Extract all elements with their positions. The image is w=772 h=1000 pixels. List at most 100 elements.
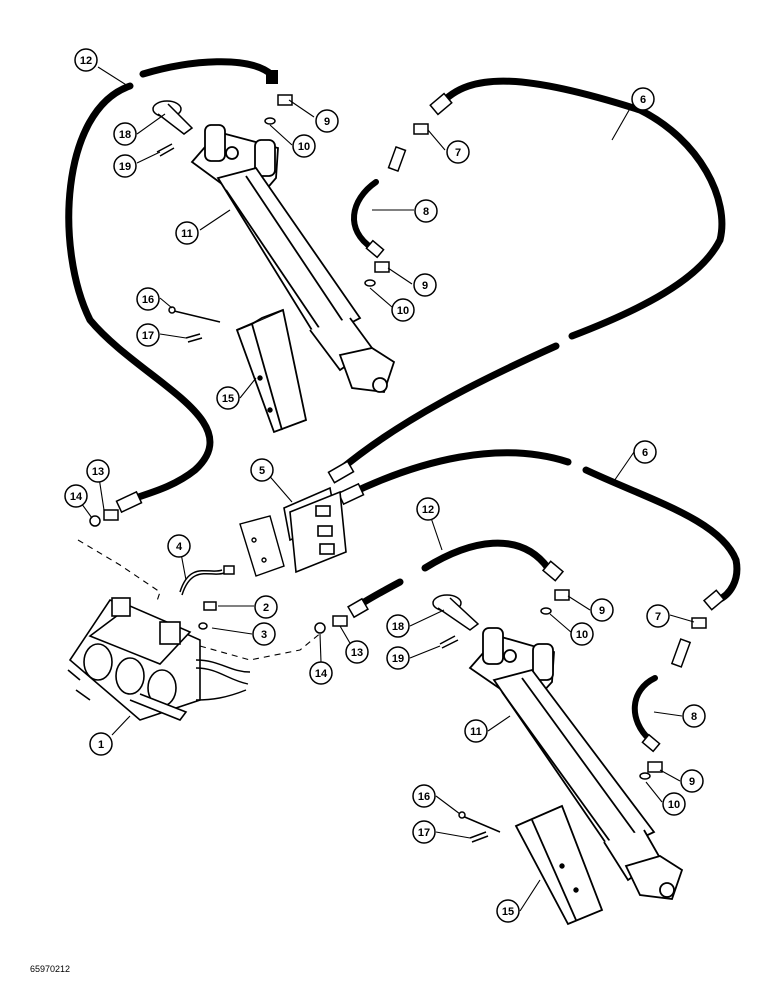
svg-text:18: 18: [119, 129, 131, 141]
hose-6-upper: [336, 77, 726, 474]
pin-18-lower: [432, 594, 480, 631]
svg-text:13: 13: [92, 466, 104, 478]
svg-text:19: 19: [392, 653, 404, 665]
svg-text:15: 15: [222, 393, 234, 405]
svg-text:9: 9: [324, 116, 330, 128]
callout-10-lower-right: 10: [662, 792, 686, 816]
callout-3: 3: [252, 622, 276, 646]
callout-6-lower: 6: [633, 440, 657, 464]
hose-12-upper: [65, 58, 278, 506]
callout-18-lower: 18: [386, 614, 410, 638]
callout-10-upper-right: 10: [391, 298, 415, 322]
hose-8-lower: [631, 638, 692, 743]
svg-text:11: 11: [470, 726, 482, 738]
callout-8-upper: 8: [414, 199, 438, 223]
callout-6-upper: 6: [631, 87, 655, 111]
svg-text:9: 9: [689, 776, 695, 788]
callout-16-upper: 16: [136, 287, 160, 311]
callout-10-lower-left: 10: [570, 622, 594, 646]
svg-text:10: 10: [397, 305, 409, 317]
svg-text:4: 4: [176, 541, 183, 553]
figure-code: 65970212: [30, 964, 70, 974]
svg-text:3: 3: [261, 629, 267, 641]
dashed-lines: [77, 539, 323, 661]
svg-text:5: 5: [259, 465, 265, 477]
svg-text:17: 17: [142, 330, 154, 342]
callout-14-left: 14: [64, 484, 88, 508]
callout-12-lower: 12: [416, 497, 440, 521]
callout-7-lower: 7: [646, 604, 670, 628]
svg-text:19: 19: [119, 161, 131, 173]
svg-text:11: 11: [181, 228, 193, 240]
callout-15-lower: 15: [496, 899, 520, 923]
svg-text:10: 10: [298, 141, 310, 153]
callout-19-upper: 19: [113, 154, 137, 178]
svg-text:16: 16: [418, 791, 430, 803]
callout-17-upper: 17: [136, 323, 160, 347]
callout-19-lower: 19: [386, 646, 410, 670]
svg-text:17: 17: [418, 827, 430, 839]
callout-13-right: 13: [345, 640, 369, 664]
svg-text:9: 9: [599, 605, 605, 617]
pin-19-lower: [439, 635, 459, 649]
elbow-fittings: [103, 94, 707, 773]
manifold-5: [283, 486, 347, 574]
callout-5: 5: [250, 458, 274, 482]
svg-text:13: 13: [351, 647, 363, 659]
stand-15-upper: [235, 308, 308, 434]
svg-text:1: 1: [98, 739, 104, 751]
callout-9-lower-right: 9: [680, 769, 704, 793]
callout-8-lower: 8: [682, 704, 706, 728]
pin-18-upper: [152, 100, 194, 135]
svg-text:10: 10: [576, 629, 588, 641]
bolts-and-clips: [168, 306, 501, 843]
callout-11-lower: 11: [464, 719, 488, 743]
svg-text:2: 2: [263, 602, 269, 614]
callout-16-lower: 16: [412, 784, 436, 808]
hose-8-upper: [351, 145, 407, 251]
svg-text:7: 7: [455, 147, 461, 159]
svg-text:12: 12: [80, 55, 92, 67]
svg-text:14: 14: [315, 668, 328, 680]
svg-text:18: 18: [392, 621, 404, 633]
callout-7-upper: 7: [446, 140, 470, 164]
svg-text:6: 6: [642, 447, 648, 459]
hose-fittings: [115, 92, 726, 753]
callout-15-upper: 15: [216, 386, 240, 410]
callout-9-upper-left: 9: [315, 109, 339, 133]
callout-9-upper-right: 9: [413, 273, 437, 297]
callout-18-upper: 18: [113, 122, 137, 146]
svg-text:14: 14: [70, 491, 83, 503]
hose-6-lower: [344, 449, 741, 604]
svg-text:9: 9: [422, 280, 428, 292]
callout-10-upper-left: 10: [292, 134, 316, 158]
svg-text:10: 10: [668, 799, 680, 811]
svg-text:8: 8: [423, 206, 429, 218]
callout-13-left: 13: [86, 459, 110, 483]
svg-text:8: 8: [691, 711, 697, 723]
callout-17-lower: 17: [412, 820, 436, 844]
callout-11-upper: 11: [175, 221, 199, 245]
callout-4: 4: [167, 534, 191, 558]
leader-lines: [75, 66, 695, 912]
cylinder-11-lower: [468, 627, 684, 900]
cylinder-11-upper: [190, 124, 396, 393]
svg-text:15: 15: [502, 906, 514, 918]
sensor-wire-4: [179, 565, 235, 596]
svg-text:12: 12: [422, 504, 434, 516]
callout-1: 1: [89, 732, 113, 756]
svg-text:7: 7: [655, 611, 661, 623]
stand-15-lower: [514, 804, 604, 926]
o-rings: [89, 117, 651, 780]
callout-9-lower-left: 9: [590, 598, 614, 622]
valve-wires: [195, 659, 251, 701]
control-valve-1: [67, 597, 201, 721]
callout-12-upper: 12: [74, 48, 98, 72]
callout-14-right: 14: [309, 661, 333, 685]
svg-text:6: 6: [640, 94, 646, 106]
mounting-plate: [239, 515, 285, 577]
svg-text:16: 16: [142, 294, 154, 306]
pin-19-upper: [156, 143, 175, 157]
